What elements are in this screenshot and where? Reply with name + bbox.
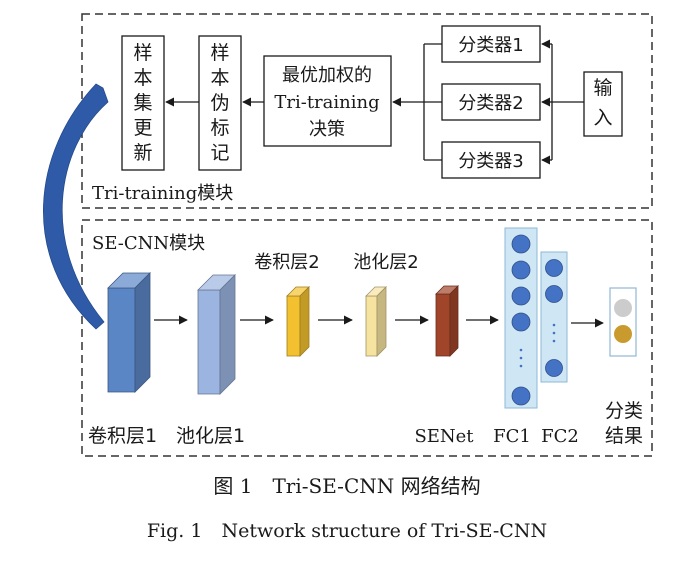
- input-char-1: 输: [593, 77, 612, 99]
- fc1-ellipsis-dots: [519, 348, 523, 368]
- conv-layer-1-label: 卷积层1: [88, 425, 157, 447]
- fc2-ellipsis-dot: [552, 331, 556, 335]
- pseudo-label-text: 样 本 伪 标 记: [210, 42, 229, 164]
- fc2-ellipsis-dot: [552, 339, 556, 343]
- classifier-2-label: 分类器2: [458, 93, 523, 114]
- fc2-ellipsis-dot: [552, 323, 556, 327]
- conv-layer-2-side-face: [299, 286, 310, 357]
- feedback-curve-arrow: [43, 83, 109, 330]
- pseudo-label-char: 标: [210, 117, 229, 139]
- decision-line-2: Tri-training: [274, 92, 379, 113]
- output-panel: [609, 287, 637, 357]
- pseudo-label-char: 记: [210, 142, 229, 164]
- figure-caption-en: Fig. 1 Network structure of Tri-SE-CNN: [147, 520, 547, 542]
- fc2-node: [545, 359, 563, 377]
- pool-layer-2-front-face: [365, 295, 378, 357]
- fc1-node: [511, 312, 531, 332]
- fc2-node: [545, 285, 563, 303]
- sample-update-char: 新: [133, 142, 152, 164]
- sample-update-char: 集: [133, 92, 152, 114]
- classification-result-line-2: 结果: [605, 425, 643, 447]
- fc1-ellipsis-dot: [519, 364, 523, 368]
- sample-update-char: 本: [133, 67, 152, 89]
- input-char-2: 入: [593, 107, 612, 129]
- pseudo-label-box: [198, 35, 242, 171]
- conv-layer-1-side-face: [134, 272, 151, 393]
- classifier-3-label: 分类器3: [458, 151, 523, 172]
- classifiers-to-decision-connector: [392, 43, 442, 161]
- conv-layer-1-block: [107, 272, 151, 393]
- fc2-ellipsis-dots: [552, 323, 556, 343]
- pseudo-label-char: 伪: [210, 92, 229, 114]
- fc1-node: [511, 386, 531, 406]
- classifier-1-box: [441, 25, 541, 63]
- fc1-ellipsis-dot: [519, 356, 523, 360]
- sample-update-char: 样: [133, 42, 152, 64]
- fc2-node: [545, 259, 563, 277]
- fc1-node: [511, 260, 531, 280]
- senet-label: SENet: [414, 426, 474, 447]
- fc2-nodes: [545, 259, 563, 377]
- senet-front-face: [435, 293, 451, 357]
- pool-layer-1-side-face: [219, 274, 236, 395]
- se-cnn-module-label: SE-CNN模块: [92, 233, 205, 254]
- conv-layer-2-label: 卷积层2: [254, 252, 319, 273]
- conv-layer-2-front-face: [286, 295, 301, 357]
- senet-block: [435, 285, 459, 357]
- fc1-ellipsis-dot: [519, 348, 523, 352]
- fc1-node: [511, 286, 531, 306]
- pool-layer-1-label: 池化层1: [176, 425, 245, 447]
- classifier-3-box: [441, 141, 541, 179]
- fc2-label: FC2: [541, 426, 579, 447]
- pool-layer-1-block: [197, 274, 236, 395]
- pool-layer-2-block: [365, 286, 387, 357]
- sample-set-update-box: [121, 35, 165, 171]
- fc1-label: FC1: [493, 426, 531, 447]
- decision-line-3: 决策: [309, 119, 345, 140]
- fc1-nodes: [511, 234, 531, 406]
- senet-side-face: [449, 285, 459, 357]
- output-node-gold: [614, 325, 632, 343]
- figure-caption-cn: 图 1 Tri-SE-CNN 网络结构: [213, 474, 480, 498]
- pseudo-label-char: 样: [210, 42, 229, 64]
- sample-set-update-text: 样 本 集 更 新: [133, 42, 152, 164]
- conv-layer-2-block: [286, 286, 310, 357]
- weighted-decision-box: [263, 55, 392, 147]
- classifier-1-label: 分类器1: [458, 35, 523, 56]
- sample-update-char: 更: [133, 117, 152, 139]
- decision-line-1: 最优加权的: [282, 65, 372, 86]
- input-to-classifiers-connector: [541, 39, 584, 165]
- pool-layer-2-label: 池化层2: [353, 252, 418, 273]
- output-node-gray: [614, 299, 632, 317]
- input-box: [583, 71, 623, 137]
- pseudo-label-char: 本: [210, 67, 229, 89]
- fc1-node: [511, 234, 531, 254]
- pool-layer-1-front-face: [197, 289, 221, 395]
- pool-layer-2-side-face: [376, 286, 387, 357]
- conv-layer-1-front-face: [107, 287, 136, 393]
- tri-training-module-label: Tri-training模块: [92, 183, 233, 204]
- classification-result-line-1: 分类: [605, 400, 643, 422]
